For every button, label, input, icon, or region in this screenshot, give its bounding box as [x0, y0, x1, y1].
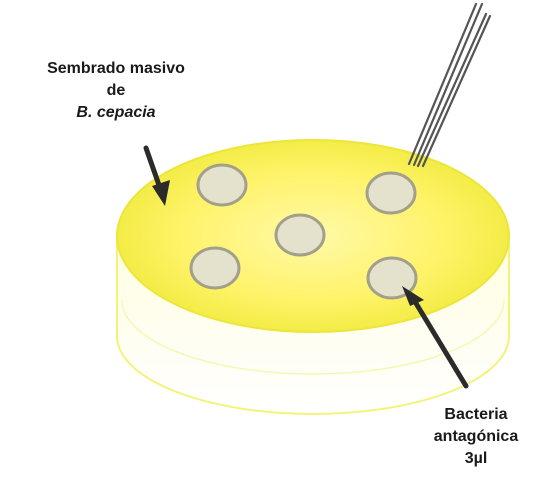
inoculum-label-line3: B. cepacia: [0, 102, 232, 124]
inoculum-label: Sembrado masivo de B. cepacia: [0, 58, 232, 124]
antagonist-label-line1: Bacteria: [420, 404, 532, 426]
antagonist-label-line2: antagónica: [420, 426, 532, 448]
pipette-icon: [409, 4, 490, 166]
antagonist-label: Bacteria antagónica 3µl: [420, 404, 532, 470]
inoculum-label-line2: de: [0, 80, 232, 102]
well-top-right: [367, 173, 415, 213]
well-top-left: [198, 165, 246, 205]
well-center: [276, 215, 324, 255]
inoculum-label-line1: Sembrado masivo: [0, 58, 232, 80]
antagonist-label-line3: 3µl: [420, 448, 532, 470]
well-bottom-left: [191, 248, 239, 288]
